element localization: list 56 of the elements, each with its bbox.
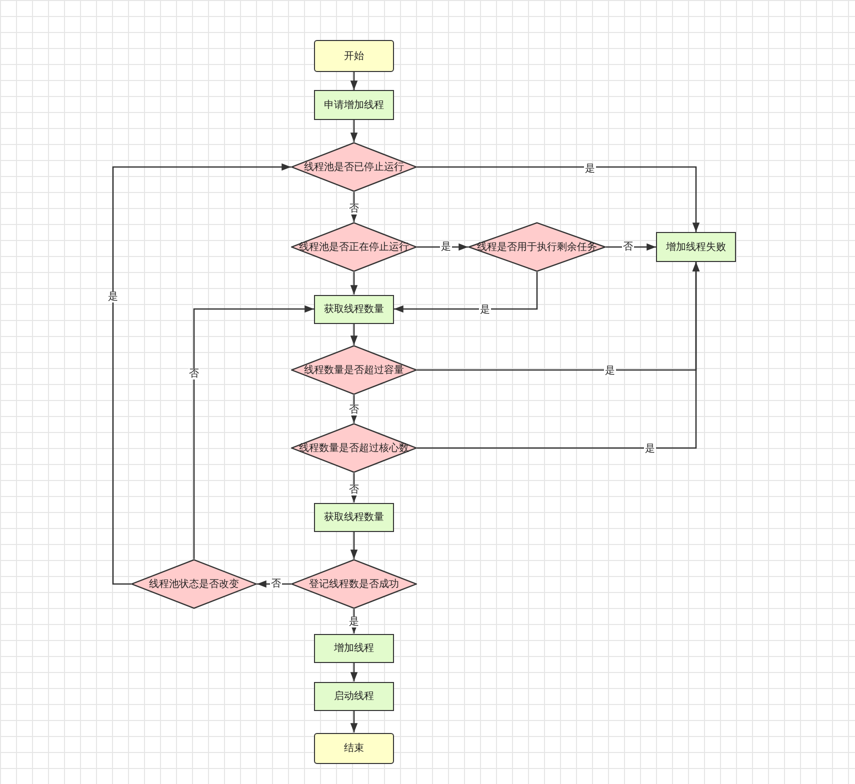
terminal-box bbox=[314, 40, 394, 72]
decision-diamond bbox=[468, 222, 606, 272]
node-label: 申请增加线程 bbox=[324, 100, 384, 110]
node-label: 获取线程数量 bbox=[324, 304, 384, 314]
edge-label: 否 bbox=[348, 404, 360, 416]
arrow bbox=[350, 272, 358, 294]
edge-label: 否 bbox=[348, 484, 360, 496]
process-box bbox=[656, 232, 736, 262]
terminal-box bbox=[314, 732, 394, 764]
process-box bbox=[314, 294, 394, 324]
node-label: 线程池是否已停止运行 bbox=[304, 162, 404, 172]
arrow bbox=[112, 163, 291, 585]
node-label: 登记线程数是否成功 bbox=[309, 578, 399, 590]
arrow bbox=[350, 532, 358, 559]
arrow bbox=[350, 662, 358, 682]
node-label: 线程是否用于执行剩余任务 bbox=[477, 242, 597, 252]
arrow bbox=[193, 305, 314, 559]
edge-label: 是 bbox=[604, 366, 616, 376]
edge-label: 是 bbox=[348, 616, 360, 628]
process-box bbox=[314, 634, 394, 662]
arrow bbox=[417, 243, 468, 251]
node-label: 结束 bbox=[344, 742, 364, 754]
node-label: 线程数量是否超过核心数 bbox=[299, 442, 409, 454]
process-box bbox=[314, 502, 394, 532]
decision-diamond bbox=[291, 142, 417, 192]
node-label: 增加线程 bbox=[334, 642, 374, 654]
arrow bbox=[350, 72, 358, 90]
process-box bbox=[314, 682, 394, 710]
edge-label: 是 bbox=[107, 292, 119, 302]
node-label: 线程池是否正在停止运行 bbox=[299, 242, 409, 252]
decision-diamond bbox=[291, 423, 417, 473]
arrow bbox=[350, 120, 358, 142]
decision-diamond bbox=[291, 559, 417, 609]
edge-label: 是 bbox=[479, 304, 491, 316]
edge-label: 是 bbox=[440, 242, 452, 252]
node-label: 增加线程失败 bbox=[666, 242, 726, 252]
node-label: 线程数量是否超过容量 bbox=[304, 364, 404, 376]
node-label: 启动线程 bbox=[334, 690, 374, 702]
node-label: 获取线程数量 bbox=[324, 512, 384, 522]
decision-diamond bbox=[291, 345, 417, 395]
arrow bbox=[417, 262, 700, 449]
edge-label: 是 bbox=[584, 164, 596, 174]
edge-label: 否 bbox=[188, 368, 200, 380]
decision-diamond bbox=[131, 559, 257, 609]
process-box bbox=[314, 90, 394, 120]
node-label: 线程池状态是否改变 bbox=[149, 578, 239, 590]
edge-label: 是 bbox=[644, 444, 656, 454]
node-label: 开始 bbox=[344, 50, 364, 62]
edge-label: 否 bbox=[270, 578, 282, 590]
decision-diamond bbox=[291, 222, 417, 272]
arrow bbox=[417, 166, 700, 232]
edge-label: 否 bbox=[348, 204, 360, 214]
arrow bbox=[350, 710, 358, 732]
arrow bbox=[350, 324, 358, 345]
edge-label: 否 bbox=[622, 242, 634, 252]
arrow bbox=[394, 272, 538, 313]
